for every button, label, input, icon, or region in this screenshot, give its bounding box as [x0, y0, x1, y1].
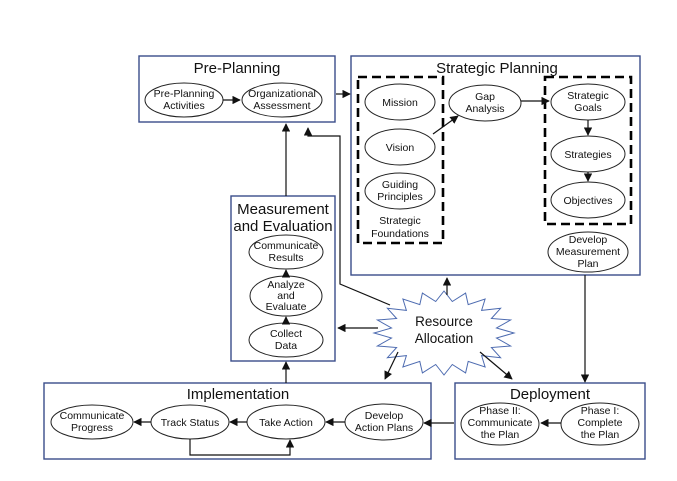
gap-analysis-node	[448, 84, 522, 122]
communicate-results-line2: Results	[268, 252, 303, 264]
strategies-label: Strategies	[564, 149, 611, 161]
phase-one-line3: the Plan	[581, 429, 620, 441]
implementation-phase: Implementation Communicate Progress Trac…	[43, 382, 432, 460]
resource-allocation-line2: Allocation	[415, 331, 474, 346]
gap-analysis-line2: Analysis	[465, 103, 504, 115]
arrow-resource-to-implementation	[384, 351, 399, 380]
guiding-principles-line2: Principles	[377, 191, 423, 203]
resource-allocation-node: Resource Allocation	[372, 290, 516, 376]
strategic-foundations-group	[356, 75, 445, 245]
take-action-label: Take Action	[259, 417, 313, 429]
deployment-title: Deployment	[510, 386, 591, 403]
collect-data-line2: Data	[275, 340, 297, 352]
communicate-progress-line1: Communicate	[60, 410, 125, 422]
develop-action-plans-line2: Action Plans	[355, 422, 413, 434]
phase-one-node	[560, 402, 640, 446]
develop-measurement-plan-line1: Develop	[569, 234, 608, 246]
phase-one-line2: Complete	[578, 417, 623, 429]
track-status-label: Track Status	[161, 417, 220, 429]
arrow-vision-to-gap	[432, 115, 459, 135]
mission-label: Mission	[382, 97, 418, 109]
develop-measurement-plan-node	[547, 231, 629, 273]
deployment-phase: Deployment Phase II: Communicate the Pla…	[454, 382, 646, 460]
implementation-title: Implementation	[187, 386, 290, 403]
phase-one-line1: Phase I:	[581, 405, 620, 417]
preplanning-activities-line1: Pre-Planning	[154, 88, 215, 100]
communicate-progress-line2: Progress	[71, 422, 113, 434]
develop-measurement-plan-line3: Plan	[577, 258, 598, 270]
communicate-results-node	[248, 234, 324, 270]
vision-node	[364, 128, 436, 166]
communicate-progress-node	[50, 404, 134, 440]
measurement-title-line2: and Evaluation	[233, 218, 332, 235]
phase-two-line1: Phase II:	[479, 405, 520, 417]
strategic-foundations-label-line1: Strategic	[379, 215, 420, 227]
connectors	[133, 89, 593, 456]
preplanning-activities-line2: Activities	[163, 100, 204, 112]
analyze-evaluate-line1: Analyze	[267, 279, 305, 291]
strategic-foundations-label-line2: Foundations	[371, 228, 429, 240]
preplanning-phase: Pre-Planning Pre-Planning Activities Org…	[138, 55, 336, 123]
strategic-goals-line1: Strategic	[567, 90, 608, 102]
resource-allocation-line1: Resource	[415, 314, 473, 329]
phase-two-line3: the Plan	[481, 429, 520, 441]
phase-two-node	[460, 402, 540, 446]
organizational-assessment-line2: Assessment	[253, 100, 310, 112]
mission-node	[364, 83, 436, 121]
arrow-resource-to-deployment	[479, 351, 513, 380]
analyze-evaluate-line2: and	[277, 290, 295, 302]
organizational-assessment-line1: Organizational	[248, 88, 316, 100]
organizational-assessment-node	[241, 82, 323, 118]
communicate-results-line1: Communicate	[254, 240, 319, 252]
measurement-title-line1: Measurement	[237, 201, 330, 218]
resource-allocation-starburst	[372, 290, 516, 376]
develop-action-plans-line1: Develop	[365, 410, 404, 422]
strategic-planning-phase: Strategic Planning Mission Vision Guidin…	[350, 55, 641, 276]
guiding-principles-line1: Guiding	[382, 179, 418, 191]
guiding-principles-node	[364, 172, 436, 210]
objectives-node	[550, 181, 626, 219]
vision-label: Vision	[386, 142, 415, 154]
arrow-resource-to-preplanning	[303, 127, 391, 306]
collect-data-line1: Collect	[270, 328, 302, 340]
preplanning-title: Pre-Planning	[194, 60, 281, 77]
strategic-goals-line2: Goals	[574, 102, 601, 114]
phase-two-line2: Communicate	[468, 417, 533, 429]
gap-analysis-line1: Gap	[475, 91, 495, 103]
strategic-planning-title: Strategic Planning	[436, 60, 558, 77]
goals-strategies-group	[543, 75, 633, 226]
measurement-phase: Measurement and Evaluation Communicate R…	[230, 195, 336, 362]
analyze-evaluate-line3: Evaluate	[266, 301, 307, 313]
objectives-label: Objectives	[563, 195, 612, 207]
develop-measurement-plan-line2: Measurement	[556, 246, 620, 258]
arrow-track-feedback-loop	[189, 439, 295, 456]
